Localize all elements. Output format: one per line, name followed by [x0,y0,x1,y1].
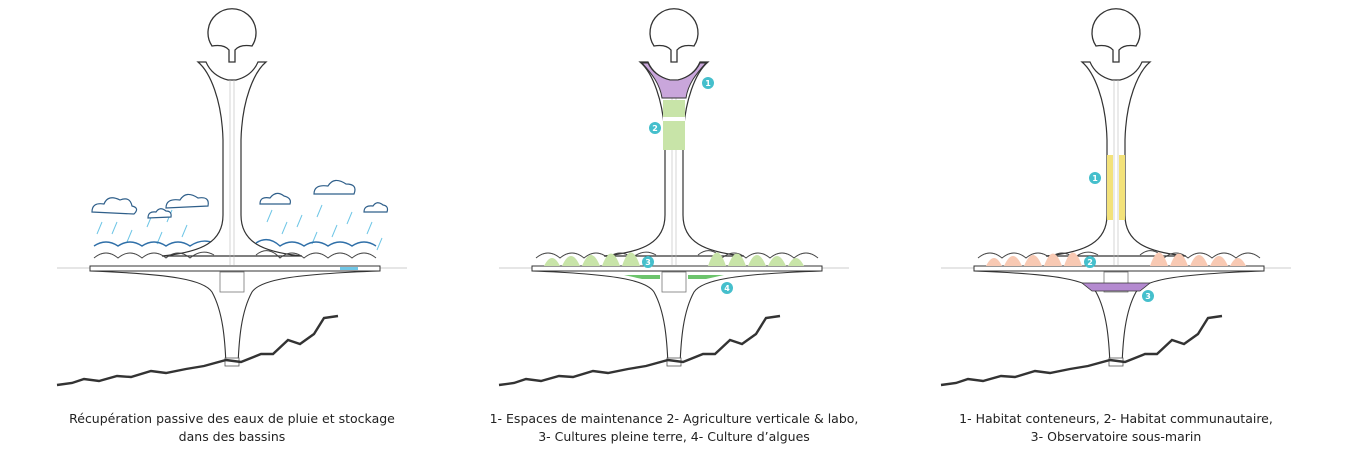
svg-text:4: 4 [724,284,730,293]
field-crops [544,252,804,266]
water-basin [340,267,358,270]
panel-programme-agri: 1 2 3 4 [497,8,850,387]
algae-culture [624,275,724,279]
caption-panel-3: 1- Habitat conteneurs, 2- Habitat commun… [906,410,1326,446]
svg-text:1: 1 [705,79,711,88]
seabed-line [55,314,340,387]
panel-rainwater [55,8,408,387]
caption-line: 3- Cultures pleine terre, 4- Culture d’a… [538,429,810,444]
svg-text:3: 3 [645,258,651,267]
svg-text:1: 1 [1092,174,1098,183]
badge-1: 1 [1089,172,1101,184]
badge-2: 2 [649,122,661,134]
badge-2: 2 [1084,256,1096,268]
water-waves [93,238,377,247]
maintenance-zone [640,62,708,99]
badge-3: 3 [642,256,654,268]
container-housing-zone [1107,155,1125,220]
svg-text:2: 2 [1087,258,1093,267]
caption-line: 1- Habitat conteneurs, 2- Habitat commun… [959,411,1273,426]
caption-line: dans des bassins [178,429,286,444]
caption-line: Récupération passive des eaux de pluie e… [69,411,395,426]
badge-4: 4 [721,282,733,294]
clouds [91,179,389,219]
seabed-line [939,314,1224,387]
underwater-observatory [1080,282,1152,292]
panel-programme-habitat: 1 2 3 [939,8,1292,387]
svg-text:2: 2 [652,124,658,133]
caption-panel-2: 1- Espaces de maintenance 2- Agriculture… [464,410,884,446]
badge-3: 3 [1142,290,1154,302]
caption-line: 3- Observatoire sous-marin [1030,429,1202,444]
rain-lines [96,204,383,251]
vertical-agriculture-zone [663,100,685,150]
tower-section [940,8,1292,367]
svg-text:3: 3 [1145,292,1151,301]
caption-panel-1: Récupération passive des eaux de pluie e… [22,410,442,446]
badge-1: 1 [702,77,714,89]
seabed-line [497,314,782,387]
community-housing [986,252,1246,266]
tower-section [498,8,850,367]
caption-line: 1- Espaces de maintenance 2- Agriculture… [489,411,859,426]
